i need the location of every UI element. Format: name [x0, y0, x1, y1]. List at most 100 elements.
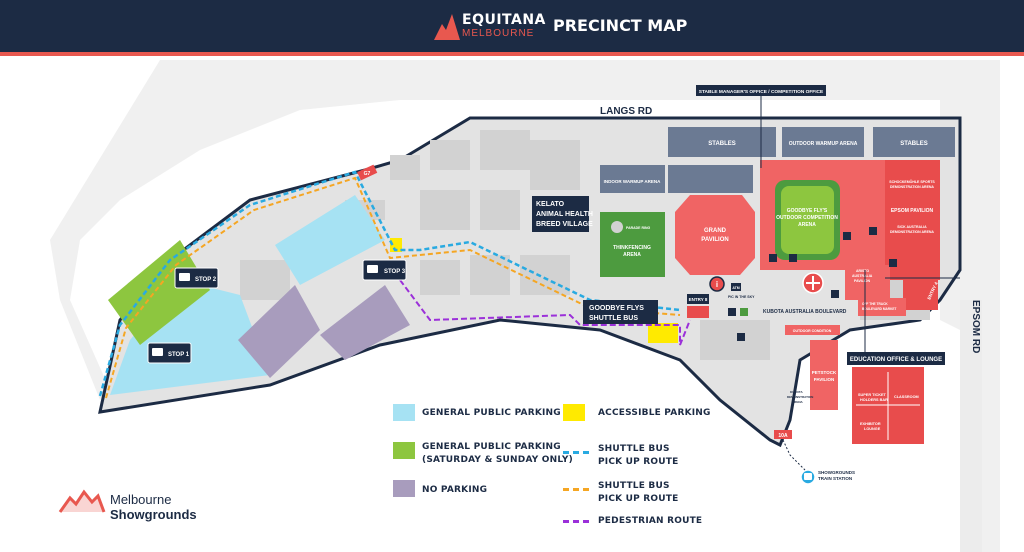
legend-weekend-parking-1: GENERAL PUBLIC PARKING: [422, 442, 561, 452]
kelato-label-1: KELATO: [536, 201, 565, 208]
gate-10a-label: 10A: [778, 433, 788, 439]
pedestrian-route: [399, 279, 691, 346]
stop-3-label: STOP 3: [384, 269, 406, 275]
showgrounds-logo-mark: [58, 489, 106, 513]
stable-office-label: STABLE MANAGER'S OFFICE / COMPETITION OF…: [699, 89, 824, 95]
kubota-demo-label-3: ARENA: [792, 400, 804, 404]
bus-icon: [367, 265, 378, 273]
classroom-label: CLASSROOM: [894, 395, 919, 399]
kubota-demo-label-1: KUBOTA: [790, 390, 803, 394]
entry-4-block: [903, 280, 938, 310]
sick-australia-label-2: DEMONSTRATION ARENA: [890, 230, 934, 234]
toilets-icon: [843, 232, 851, 240]
exhibitor-lounge-label-1: EXHIBITOR: [860, 422, 881, 426]
accessible-icon: [831, 290, 839, 298]
gate-g7-label: G7: [364, 171, 371, 177]
petstock-pavilion: [810, 340, 838, 410]
parade-ring: [611, 221, 623, 233]
outdoor-comp-label-2: OUTDOOR COMPETITION: [776, 215, 838, 221]
pic-in-sky-label: PIC IN THE SKY: [728, 295, 755, 299]
outdoor-comp-label-3: ARENA: [798, 222, 816, 228]
indoor-warmup-building: [600, 165, 665, 193]
building: [470, 255, 510, 295]
exhibitor-lounge-label-2: LOUNGE: [864, 427, 881, 431]
building: [480, 190, 520, 230]
stop-2-label: STOP 2: [195, 277, 217, 283]
atm-icon: [731, 283, 741, 291]
aristo-label-3: PAVILION: [854, 279, 870, 283]
no-parking-zone: [238, 285, 320, 378]
aristo-label-2: AUSTRALIA: [852, 274, 873, 278]
stop-1-label: STOP 1: [168, 352, 190, 358]
building: [420, 190, 470, 230]
road-label-epsom-rd: EPSOM RD: [970, 300, 981, 353]
info-icon-label: i: [716, 280, 718, 289]
legend-no-parking: NO PARKING: [422, 485, 488, 495]
road-label-langs-rd: LANGS RD: [600, 106, 652, 117]
legend-weekend-parking-2: (SATURDAY & SUNDAY ONLY): [422, 455, 573, 465]
shuttle-stop-2[interactable]: STOP 2: [174, 267, 219, 289]
parade-ring-label: PARADE RING: [626, 226, 651, 230]
legend-general-parking: GENERAL PUBLIC PARKING: [422, 408, 561, 418]
entry-8-gate: [687, 306, 709, 318]
boulevard-market-label-2: BOULEVARD MARKET: [862, 307, 897, 311]
stables-east-label: STABLES: [900, 141, 928, 147]
bus-icon: [152, 348, 163, 356]
outdoor-warmup-label: OUTDOOR WARMUP ARENA: [789, 141, 858, 147]
equitana-logo-mark: [434, 14, 460, 40]
legend-pedestrian: PEDESTRIAN ROUTE: [598, 516, 703, 526]
building: [420, 260, 460, 295]
water-icon: [728, 308, 736, 316]
accessible-icon: [889, 259, 897, 267]
legend-swatch-general-parking: [393, 404, 415, 421]
kubota-demo-label-2: DEMONSTRATION: [787, 395, 813, 399]
stables-label: STABLES: [708, 141, 736, 147]
accessible-parking: [648, 323, 678, 343]
toilets-icon: [869, 227, 877, 235]
page-title: PRECINCT MAP: [553, 16, 688, 35]
building: [480, 130, 530, 170]
melbourne-showgrounds-logo: Melbourne Showgrounds: [58, 488, 258, 522]
slate-building: [668, 165, 753, 193]
stable-office-callout: [696, 85, 826, 96]
schockemohle-label-1: SCHOCKEMÖHLE SPORTS: [889, 180, 935, 184]
bus-icon: [179, 273, 190, 281]
toilets-icon: [737, 333, 745, 341]
gate-10a-tag: [774, 430, 792, 439]
grand-pavilion-label-1: GRAND: [704, 228, 727, 234]
street-grid-area: [50, 60, 1000, 552]
shuttle-stop-1[interactable]: STOP 1: [147, 342, 192, 364]
schockemohle-label-2: DEMONSTRATION ARENA: [890, 185, 934, 189]
brand-regular: Melbourne: [110, 492, 172, 507]
aristo-label-1: ARISTO: [856, 269, 869, 273]
entry-8-label: ENTRY 8: [689, 297, 708, 302]
legend-shuttle-blue-2: PICK UP ROUTE: [598, 457, 679, 467]
sick-australia-label-1: SICK AUSTRALIA: [897, 225, 927, 229]
indoor-warmup-label: INDOOR WARMUP ARENA: [604, 179, 662, 184]
education-callout: [847, 352, 945, 365]
legend-swatch-no-parking: [393, 480, 415, 497]
info-icon: [709, 276, 725, 292]
shuttle-stop-3[interactable]: STOP 3: [362, 259, 407, 281]
train-station-label-2: TRAIN STATION: [818, 476, 852, 481]
shuttle-route-orange: [105, 176, 681, 399]
brand-bold: Showgrounds: [110, 507, 197, 522]
outdoor-comp-label-1: GOODBYE FLY'S: [787, 208, 828, 214]
petstock-label-1: PETSTOCK: [812, 370, 837, 375]
grand-pavilion: [675, 195, 755, 275]
thinkfencing-label-2: ARENA: [623, 252, 641, 258]
header-bar: [0, 0, 1024, 52]
goodbye-shuttle-label-1: GOODBYE FLYS: [589, 305, 644, 312]
legend-shuttle-orange-2: PICK UP ROUTE: [598, 494, 679, 504]
legend-shuttle-blue-1: SHUTTLE BUS: [598, 444, 670, 454]
building: [390, 155, 420, 180]
education-label: EDUCATION OFFICE & LOUNGE: [850, 357, 942, 363]
equitana-logo: EQUITANA MELBOURNE: [432, 10, 545, 44]
epsom-rd-strip: [960, 300, 982, 552]
super-ticket-label-2: HOLDERS BAR: [860, 398, 888, 402]
logo-brand-top: EQUITANA: [462, 12, 546, 28]
legend-dash-pedestrian: [563, 520, 589, 523]
toilets-icon: [769, 254, 777, 262]
stables-building: [668, 127, 776, 157]
